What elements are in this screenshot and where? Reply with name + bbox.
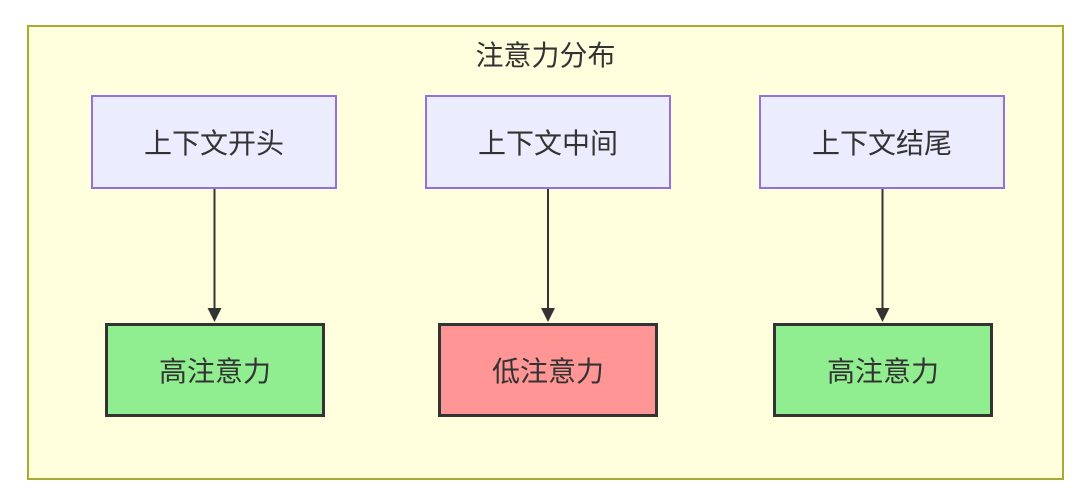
node-context-middle: 上下文中间 bbox=[425, 95, 671, 189]
node-low-attention-label: 低注意力 bbox=[491, 356, 604, 387]
node-context-end-label: 上下文结尾 bbox=[811, 128, 952, 159]
node-context-middle-label: 上下文中间 bbox=[477, 128, 618, 159]
node-high-attention-1-label: 高注意力 bbox=[158, 356, 271, 387]
attention-distribution-group: 注意力分布 上下文开头 上下文中间 上下文结尾 高注意力 低注意力 bbox=[27, 25, 1064, 480]
node-high-attention-2-label: 高注意力 bbox=[826, 356, 939, 387]
node-low-attention: 低注意力 bbox=[438, 323, 658, 417]
node-context-end: 上下文结尾 bbox=[759, 95, 1005, 189]
node-high-attention-1: 高注意力 bbox=[105, 323, 325, 417]
node-context-start-label: 上下文开头 bbox=[143, 128, 284, 159]
node-context-start: 上下文开头 bbox=[91, 95, 337, 189]
node-high-attention-2: 高注意力 bbox=[773, 323, 993, 417]
diagram-title: 注意力分布 bbox=[475, 40, 616, 71]
